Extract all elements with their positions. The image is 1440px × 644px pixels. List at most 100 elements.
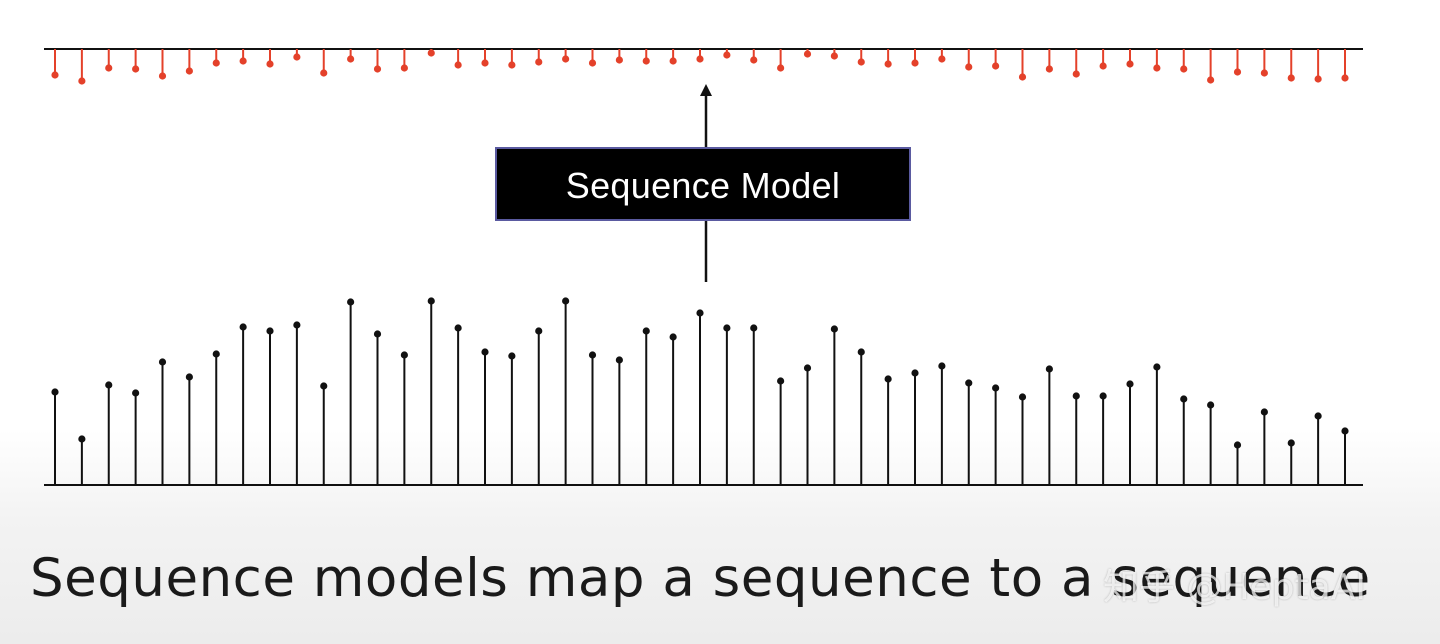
input-stem-dot [1072,392,1080,400]
input-stem-dot [1207,401,1215,409]
output-stem-dot [911,59,919,67]
output-stem-dot [51,71,59,79]
output-stem-dot [562,55,570,63]
output-stem-dot [347,55,355,63]
watermark: 知乎 @HeptaAI [1103,567,1366,608]
caption: Sequence models map a sequence to a sequ… [30,548,1371,609]
output-stem-dot [158,72,167,80]
input-stem-dot [884,375,892,383]
output-stem-dot [1045,65,1053,73]
output-stem-dot [454,61,462,69]
input-stem-dot [185,373,193,381]
input-stem-dot [535,327,543,335]
input-stem-dot [320,382,328,390]
input-stem-dot [1341,427,1349,435]
input-stem-dot [642,327,650,335]
output-stem-dot [266,60,274,68]
input-stem-dot [938,362,946,370]
input-stem-dot [347,298,355,306]
output-stem-dot [1260,69,1268,77]
output-stem-dot [1314,75,1322,83]
input-stem-dot [212,350,220,358]
output-stem-dot [1287,74,1295,82]
input-stem-dot [51,388,59,396]
output-stem-dot [857,58,865,66]
sequence-model-box [495,147,911,221]
output-stem-dot [400,64,408,72]
output-stem-dot [212,59,220,67]
input-stem-dot [562,297,570,305]
input-stem-dot [1126,380,1134,388]
output-stem-dot [185,67,193,75]
input-stem-dot [132,389,140,397]
input-stem-dot [373,330,382,338]
input-stem-dot [723,324,731,332]
input-stem-dot [777,377,785,385]
input-stem-dot [669,333,677,341]
input-stem-dot [992,384,1000,392]
output-stem-dot [696,55,704,63]
sequence-model-label: Sequence Model [566,165,840,206]
output-stem-dot [1153,64,1161,72]
output-stem-dot [803,50,812,58]
output-stem-dot [615,56,623,64]
input-stem-dot [911,369,919,377]
output-stem-dot [1207,76,1215,84]
input-sequence [44,297,1363,486]
output-stem-dot [535,58,543,66]
input-stem-dot [1287,439,1295,447]
input-stem-dot [857,348,865,356]
output-stem-dot [992,62,1000,70]
input-stem-dot [750,324,758,332]
input-stem-dot [1233,441,1242,449]
output-stem-dot [938,55,946,63]
input-stem-dot [1180,395,1188,403]
output-stem-dot [132,65,140,73]
output-stem-dot [78,77,86,85]
input-stem-dot [293,321,301,329]
output-stem-dot [777,64,785,72]
output-stem-dot [1341,74,1349,82]
input-stem-dot [427,297,435,305]
output-stem-dot [1180,65,1188,73]
output-stem-dot [105,64,113,72]
input-stem-dot [1314,412,1322,420]
input-stem-dot [78,435,86,443]
output-stem-dot [508,61,516,69]
input-stem-dot [803,364,812,372]
input-stem-dot [588,351,597,359]
output-stem-dot [830,52,838,60]
output-stem-dot [884,60,892,68]
output-stem-dot [1099,62,1107,70]
output-stem-dot [293,53,301,61]
output-stem-dot [373,65,382,73]
output-stem-dot [1018,73,1027,81]
input-stem-dot [266,327,274,335]
input-stem-dot [1099,392,1107,400]
output-stem-dot [239,57,247,65]
input-stem-dot [965,379,973,387]
input-stem-dot [696,309,704,317]
input-stem-dot [454,324,462,332]
input-stem-dot [830,325,838,333]
output-stem-dot [588,59,597,67]
output-sequence [44,48,1363,85]
arrow-up-icon [700,84,712,96]
output-stem-dot [1072,70,1080,78]
output-stem-dot [965,63,973,71]
input-stem-dot [239,323,247,331]
output-stem-dot [1233,68,1242,76]
output-stem-dot [750,56,758,64]
output-stem-dot [427,49,435,57]
output-stem-dot [669,57,677,65]
input-stem-dot [1045,365,1053,373]
input-stem-dot [1260,408,1268,416]
output-stem-dot [1126,60,1134,68]
output-stem-dot [723,51,731,59]
input-stem-dot [400,351,408,359]
input-stem-dot [481,348,489,356]
input-stem-dot [105,381,113,389]
input-stem-dot [1018,393,1027,401]
